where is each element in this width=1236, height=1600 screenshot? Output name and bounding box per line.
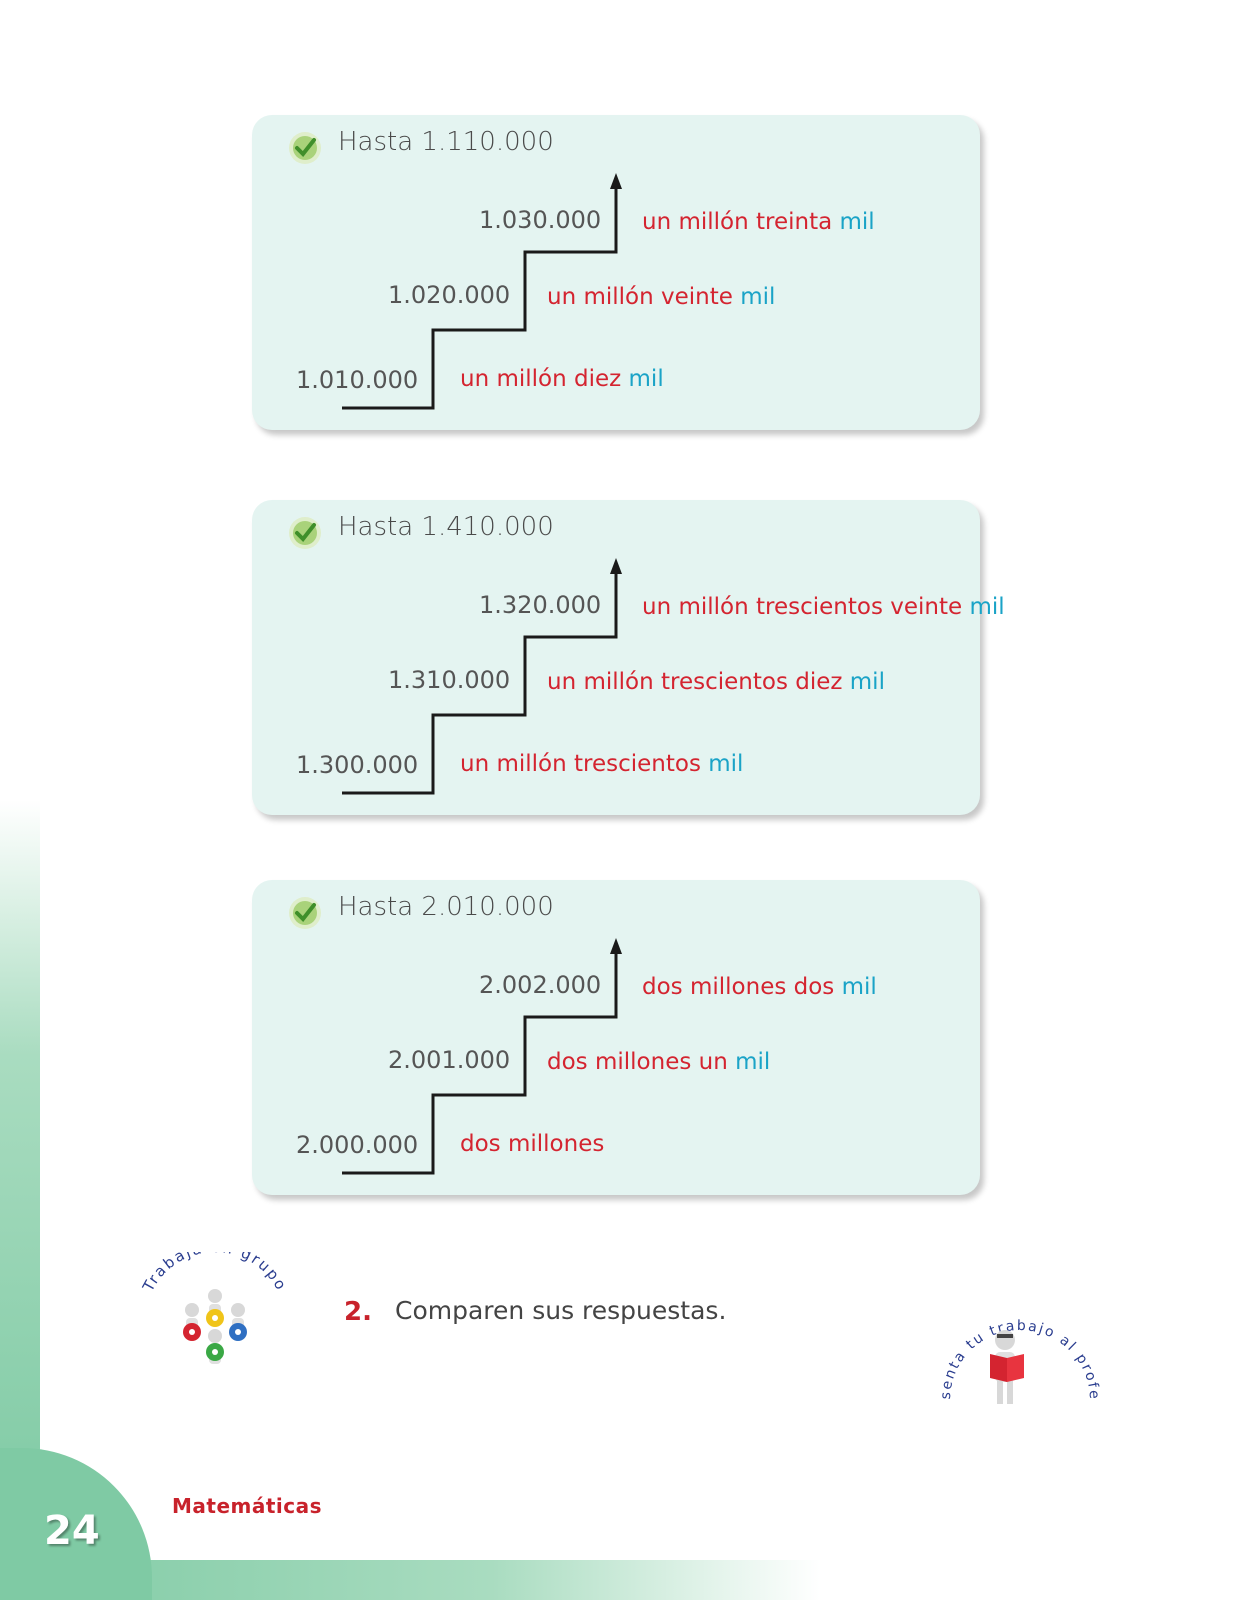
- staircase-card-2: Hasta 1.410.000 1.300.000 1.310.000 1.32…: [252, 500, 1005, 815]
- step-number: 2.001.000: [388, 1046, 511, 1074]
- step-number: 1.010.000: [296, 366, 419, 394]
- step-words: dos millones: [460, 1131, 605, 1157]
- step-number: 1.310.000: [388, 666, 511, 694]
- svg-text:Trabaja en grupo: Trabaja en grupo: [139, 1252, 291, 1295]
- step-number: 1.030.000: [479, 206, 602, 234]
- step-number: 1.020.000: [388, 281, 511, 309]
- svg-text:presenta tu trabajo al profeso: presenta tu trabajo al profesor: [935, 1300, 1102, 1401]
- staircase-diagram: [342, 558, 622, 795]
- present-to-teacher-icon: presenta tu trabajo al profesor: [935, 1300, 1102, 1404]
- card-title: Hasta 1.110.000: [338, 127, 554, 157]
- exercise-text: Comparen sus respuestas.: [395, 1296, 727, 1325]
- subject-label: Matemáticas: [172, 1494, 323, 1518]
- staircase-card-3: Hasta 2.010.000 2.000.000 2.001.000 2.00…: [252, 880, 980, 1195]
- step-number: 1.300.000: [296, 751, 419, 779]
- step-words: un millón treinta mil: [642, 209, 875, 235]
- step-words: dos millones dos mil: [642, 974, 877, 1000]
- staircase-diagram: [342, 173, 622, 410]
- card-title: Hasta 1.410.000: [338, 512, 554, 542]
- step-words: un millón trescientos veinte mil: [642, 594, 1005, 620]
- step-words: un millón trescientos diez mil: [547, 669, 885, 695]
- side-decoration-band: [0, 800, 40, 1530]
- group-work-icon: Trabaja en grupo: [139, 1252, 291, 1364]
- step-words: un millón veinte mil: [547, 284, 776, 310]
- step-words: dos millones un mil: [547, 1049, 771, 1075]
- checkmark-icon: [289, 897, 321, 929]
- checkmark-icon: [289, 517, 321, 549]
- exercise-number: 2.: [344, 1297, 372, 1327]
- step-words: un millón trescientos mil: [460, 751, 744, 777]
- step-number: 1.320.000: [479, 591, 602, 619]
- checkmark-icon: [289, 132, 321, 164]
- staircase-diagram: [342, 938, 622, 1175]
- staircase-card-1: Hasta 1.110.000 1.010.000 1.020.000 1.03…: [252, 115, 980, 430]
- page-number: 24: [44, 1508, 100, 1554]
- card-title: Hasta 2.010.000: [338, 892, 554, 922]
- step-words: un millón diez mil: [460, 366, 664, 392]
- step-number: 2.002.000: [479, 971, 602, 999]
- step-number: 2.000.000: [296, 1131, 419, 1159]
